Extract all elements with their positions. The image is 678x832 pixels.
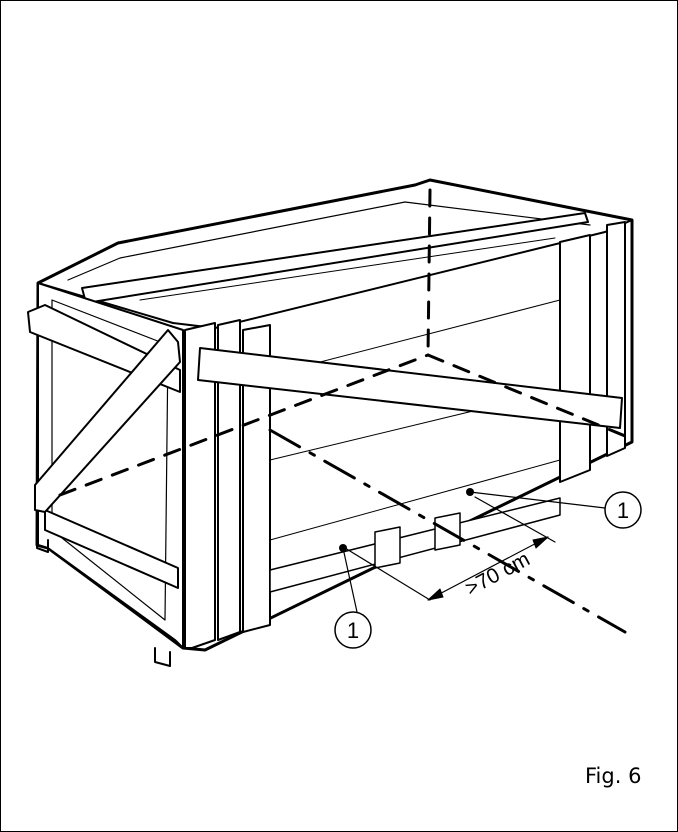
front-board-line-3	[269, 459, 561, 541]
right-post-1	[559, 234, 591, 483]
front-post-1	[184, 322, 216, 649]
figure-label: Fig. 6	[585, 764, 642, 788]
crate-top-line	[139, 237, 556, 301]
left-end-inner	[51, 299, 169, 621]
bottom-skid-1	[374, 526, 401, 569]
lift-point-right	[466, 488, 474, 496]
hidden-edge-right	[426, 353, 632, 440]
dimension-arrow-right	[532, 536, 549, 549]
left-end-foot	[36, 529, 49, 553]
callout-circle-left	[334, 611, 372, 649]
left-end-diagonal	[34, 329, 181, 513]
hidden-edge-vertical	[426, 188, 432, 357]
hidden-edge-diagonal	[58, 353, 430, 497]
front-bottom-rail	[269, 497, 561, 593]
callout-leader-left	[342, 547, 358, 613]
left-end-rail-bottom	[44, 509, 179, 589]
callout-leader-right	[469, 491, 606, 509]
crate-top-inner	[67, 201, 591, 281]
dimension-label: >70 cm	[462, 548, 534, 601]
front-post-2	[217, 319, 241, 641]
dimension-extension-left	[344, 547, 431, 601]
callout-number-left: 1	[347, 618, 359, 643]
callout-circle-right	[604, 491, 642, 529]
front-plank	[197, 347, 623, 429]
dimension-line	[427, 536, 549, 601]
bottom-foot-left	[154, 647, 171, 667]
front-post-3	[242, 324, 271, 633]
callout-number-right: 1	[617, 498, 629, 523]
centre-line	[268, 428, 627, 634]
dimension-arrow-left	[427, 588, 444, 601]
dimension-extension-right	[474, 496, 556, 543]
lift-point-left	[339, 544, 347, 552]
